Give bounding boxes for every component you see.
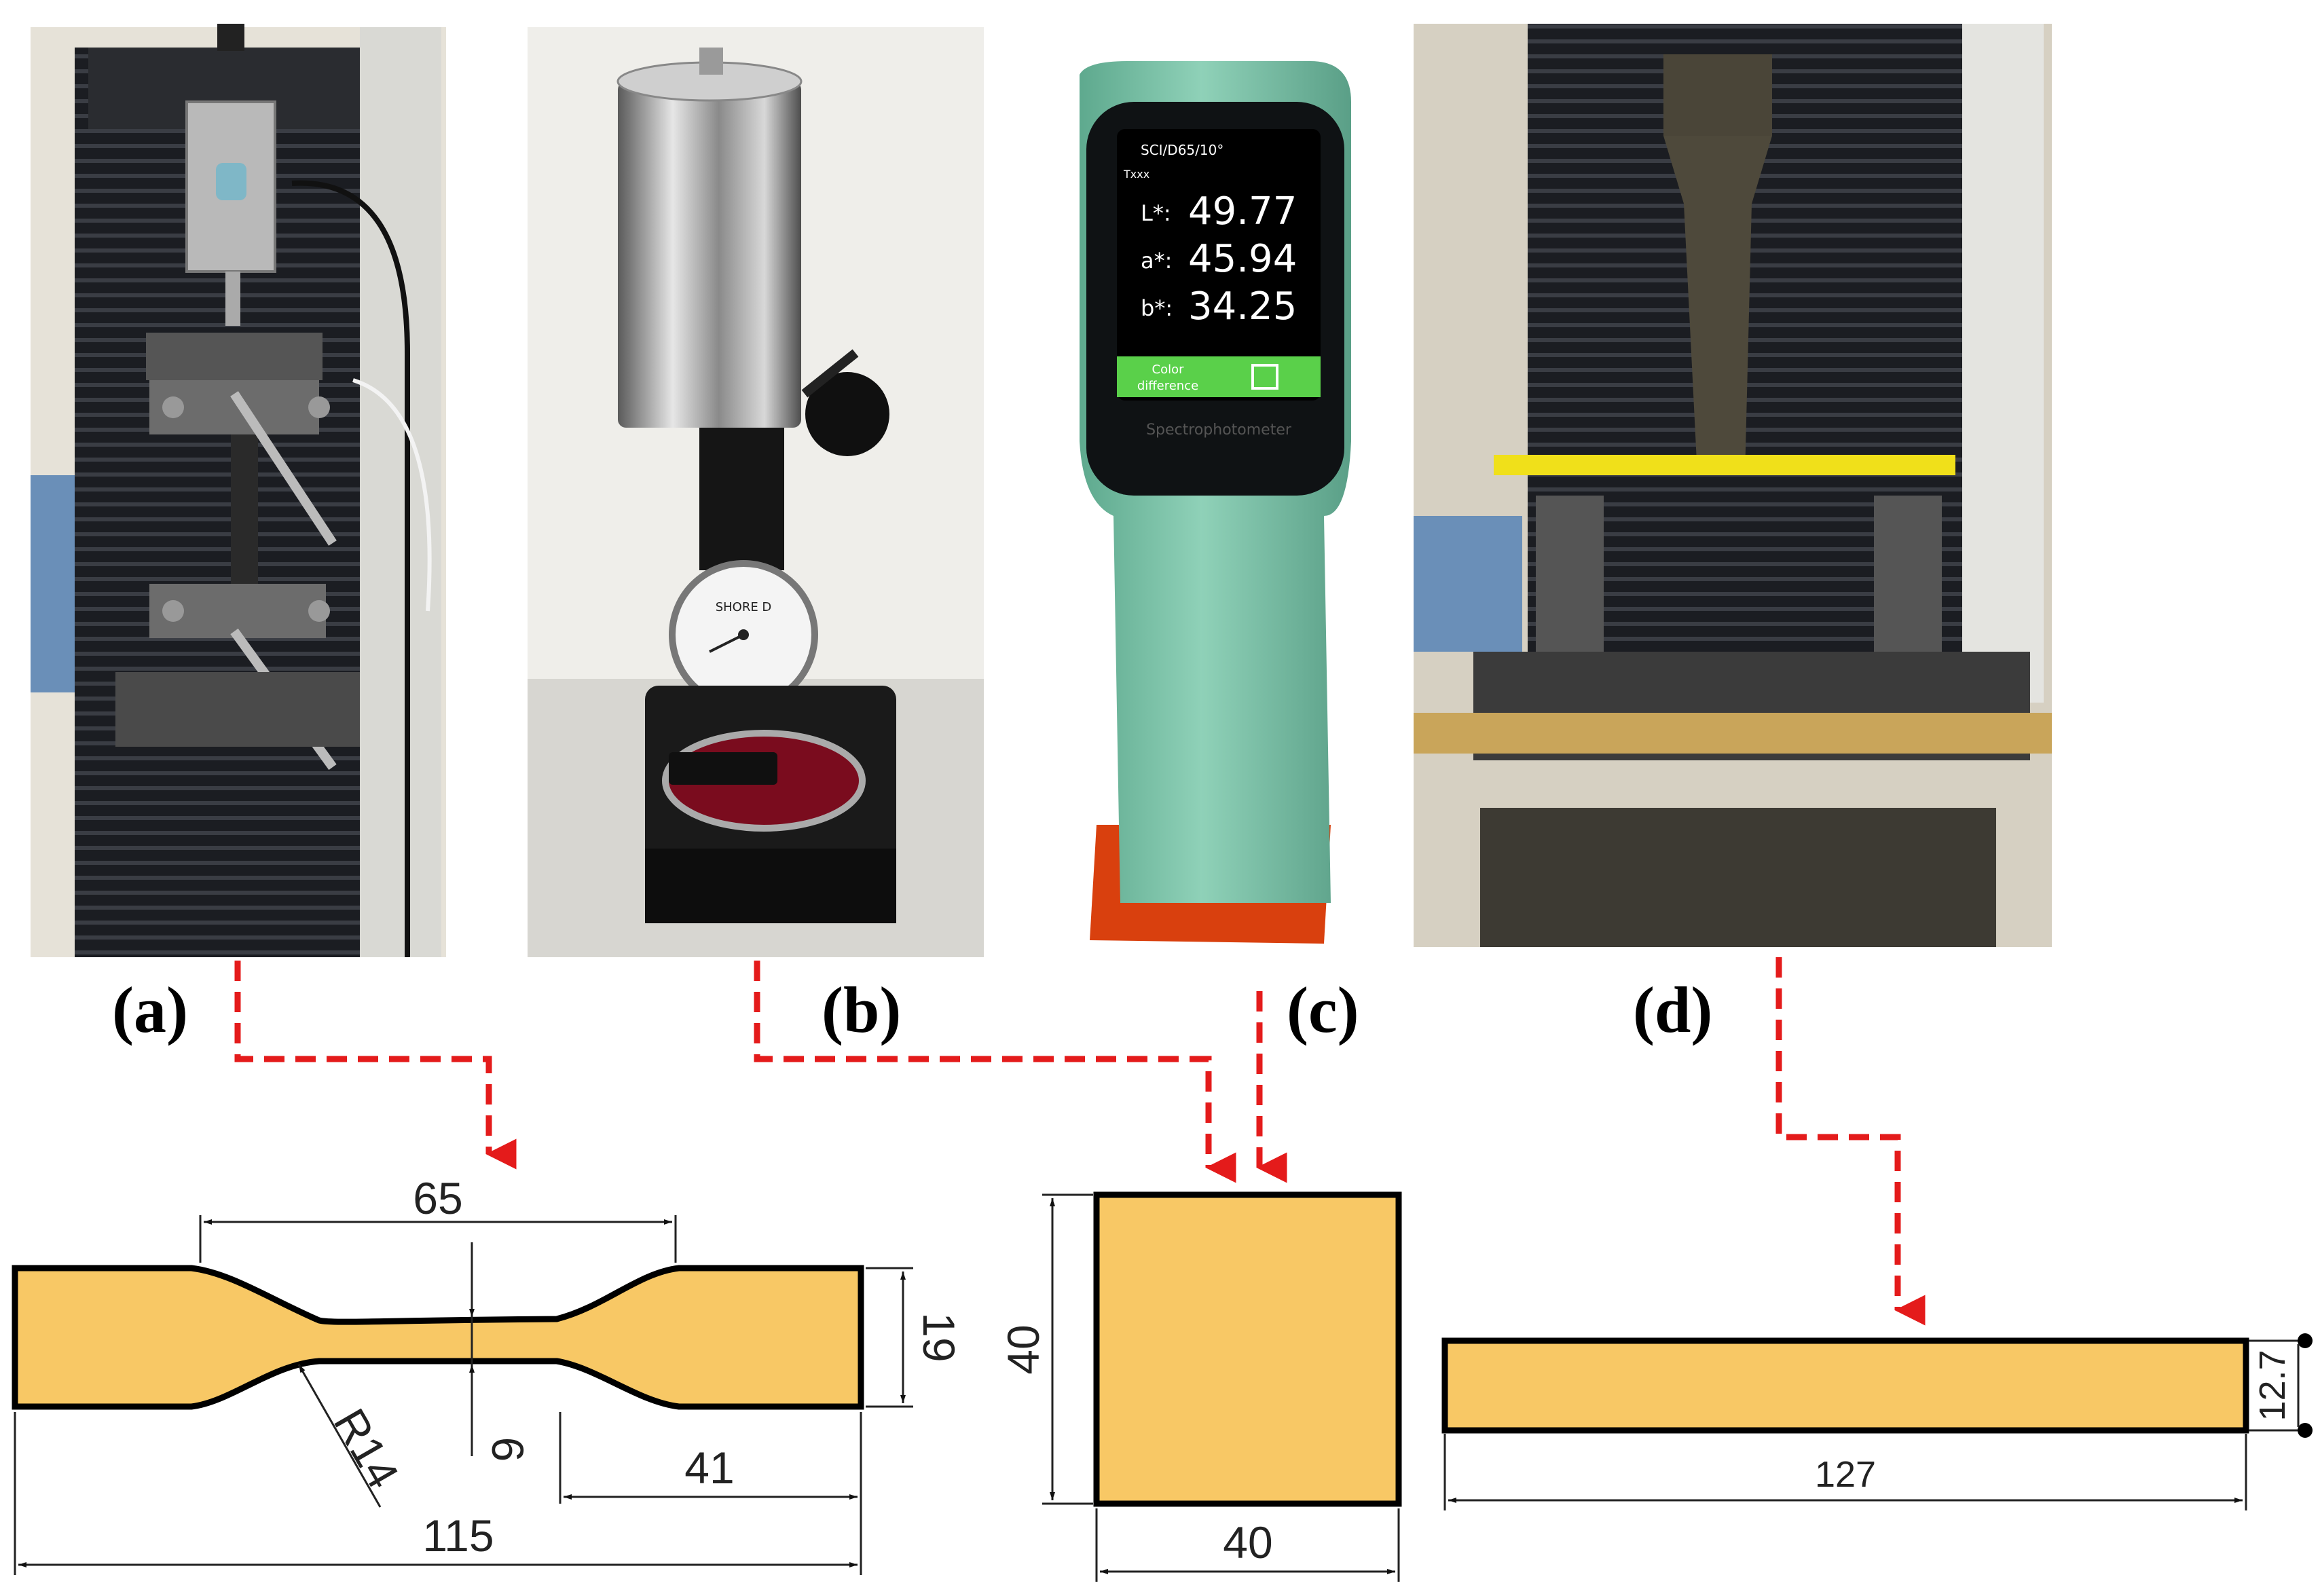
dial-label: SHORE D <box>716 600 772 614</box>
panel-label-c: (c) <box>1287 973 1359 1046</box>
connector-a <box>234 961 517 1170</box>
dim-radius: R14 <box>325 1400 409 1497</box>
dogbone-specimen: 65 6 19 R14 41 115 <box>12 1173 964 1575</box>
dim-grip-length: 41 <box>684 1443 734 1493</box>
dim-bar-thickness: 12.7 <box>2252 1350 2293 1421</box>
dim-neck-width: 6 <box>483 1437 533 1462</box>
dim-bar-length: 127 <box>1815 1454 1876 1495</box>
device-name: Spectrophotometer <box>1146 422 1292 439</box>
a-label: a*: <box>1141 248 1172 274</box>
square-specimen: 40 40 <box>998 1191 1402 1582</box>
color-difference-button[interactable] <box>1117 356 1321 397</box>
b-value: 34.25 <box>1188 284 1297 329</box>
dim-overall-length: 115 <box>422 1510 494 1561</box>
connector-d <box>1775 957 1926 1326</box>
L-value: 49.77 <box>1188 189 1297 234</box>
photo-d-flexural-tester <box>1414 24 2052 947</box>
panel-label-d: (d) <box>1633 973 1712 1046</box>
dim-end-width: 19 <box>914 1312 964 1362</box>
photo-b-durometer: SHORE D <box>528 27 984 957</box>
L-label: L*: <box>1141 200 1171 226</box>
dim-square-height: 40 <box>998 1324 1048 1374</box>
save-icon <box>1251 364 1278 390</box>
bar-specimen: 127 12.7 <box>1441 1333 2313 1510</box>
a-value: 45.94 <box>1188 237 1297 281</box>
dim-square-width: 40 <box>1223 1517 1272 1567</box>
dim-gauge-length: 65 <box>413 1173 462 1223</box>
screen-header: SCI/D65/10° <box>1141 142 1223 158</box>
photo-c-spectrophotometer: SCI/D65/10° Txxx L*: 49.77 a*: 45.94 b*:… <box>1080 61 1351 944</box>
button-line1: Color <box>1152 363 1185 377</box>
photo-a-tensile-tester <box>31 24 446 957</box>
panel-label-b: (b) <box>822 973 901 1046</box>
panel-label-a: (a) <box>112 973 188 1046</box>
screen-mode: Txxx <box>1123 168 1149 181</box>
connector-b <box>754 961 1236 1183</box>
button-line2: difference <box>1137 379 1198 393</box>
b-label: b*: <box>1141 295 1173 321</box>
